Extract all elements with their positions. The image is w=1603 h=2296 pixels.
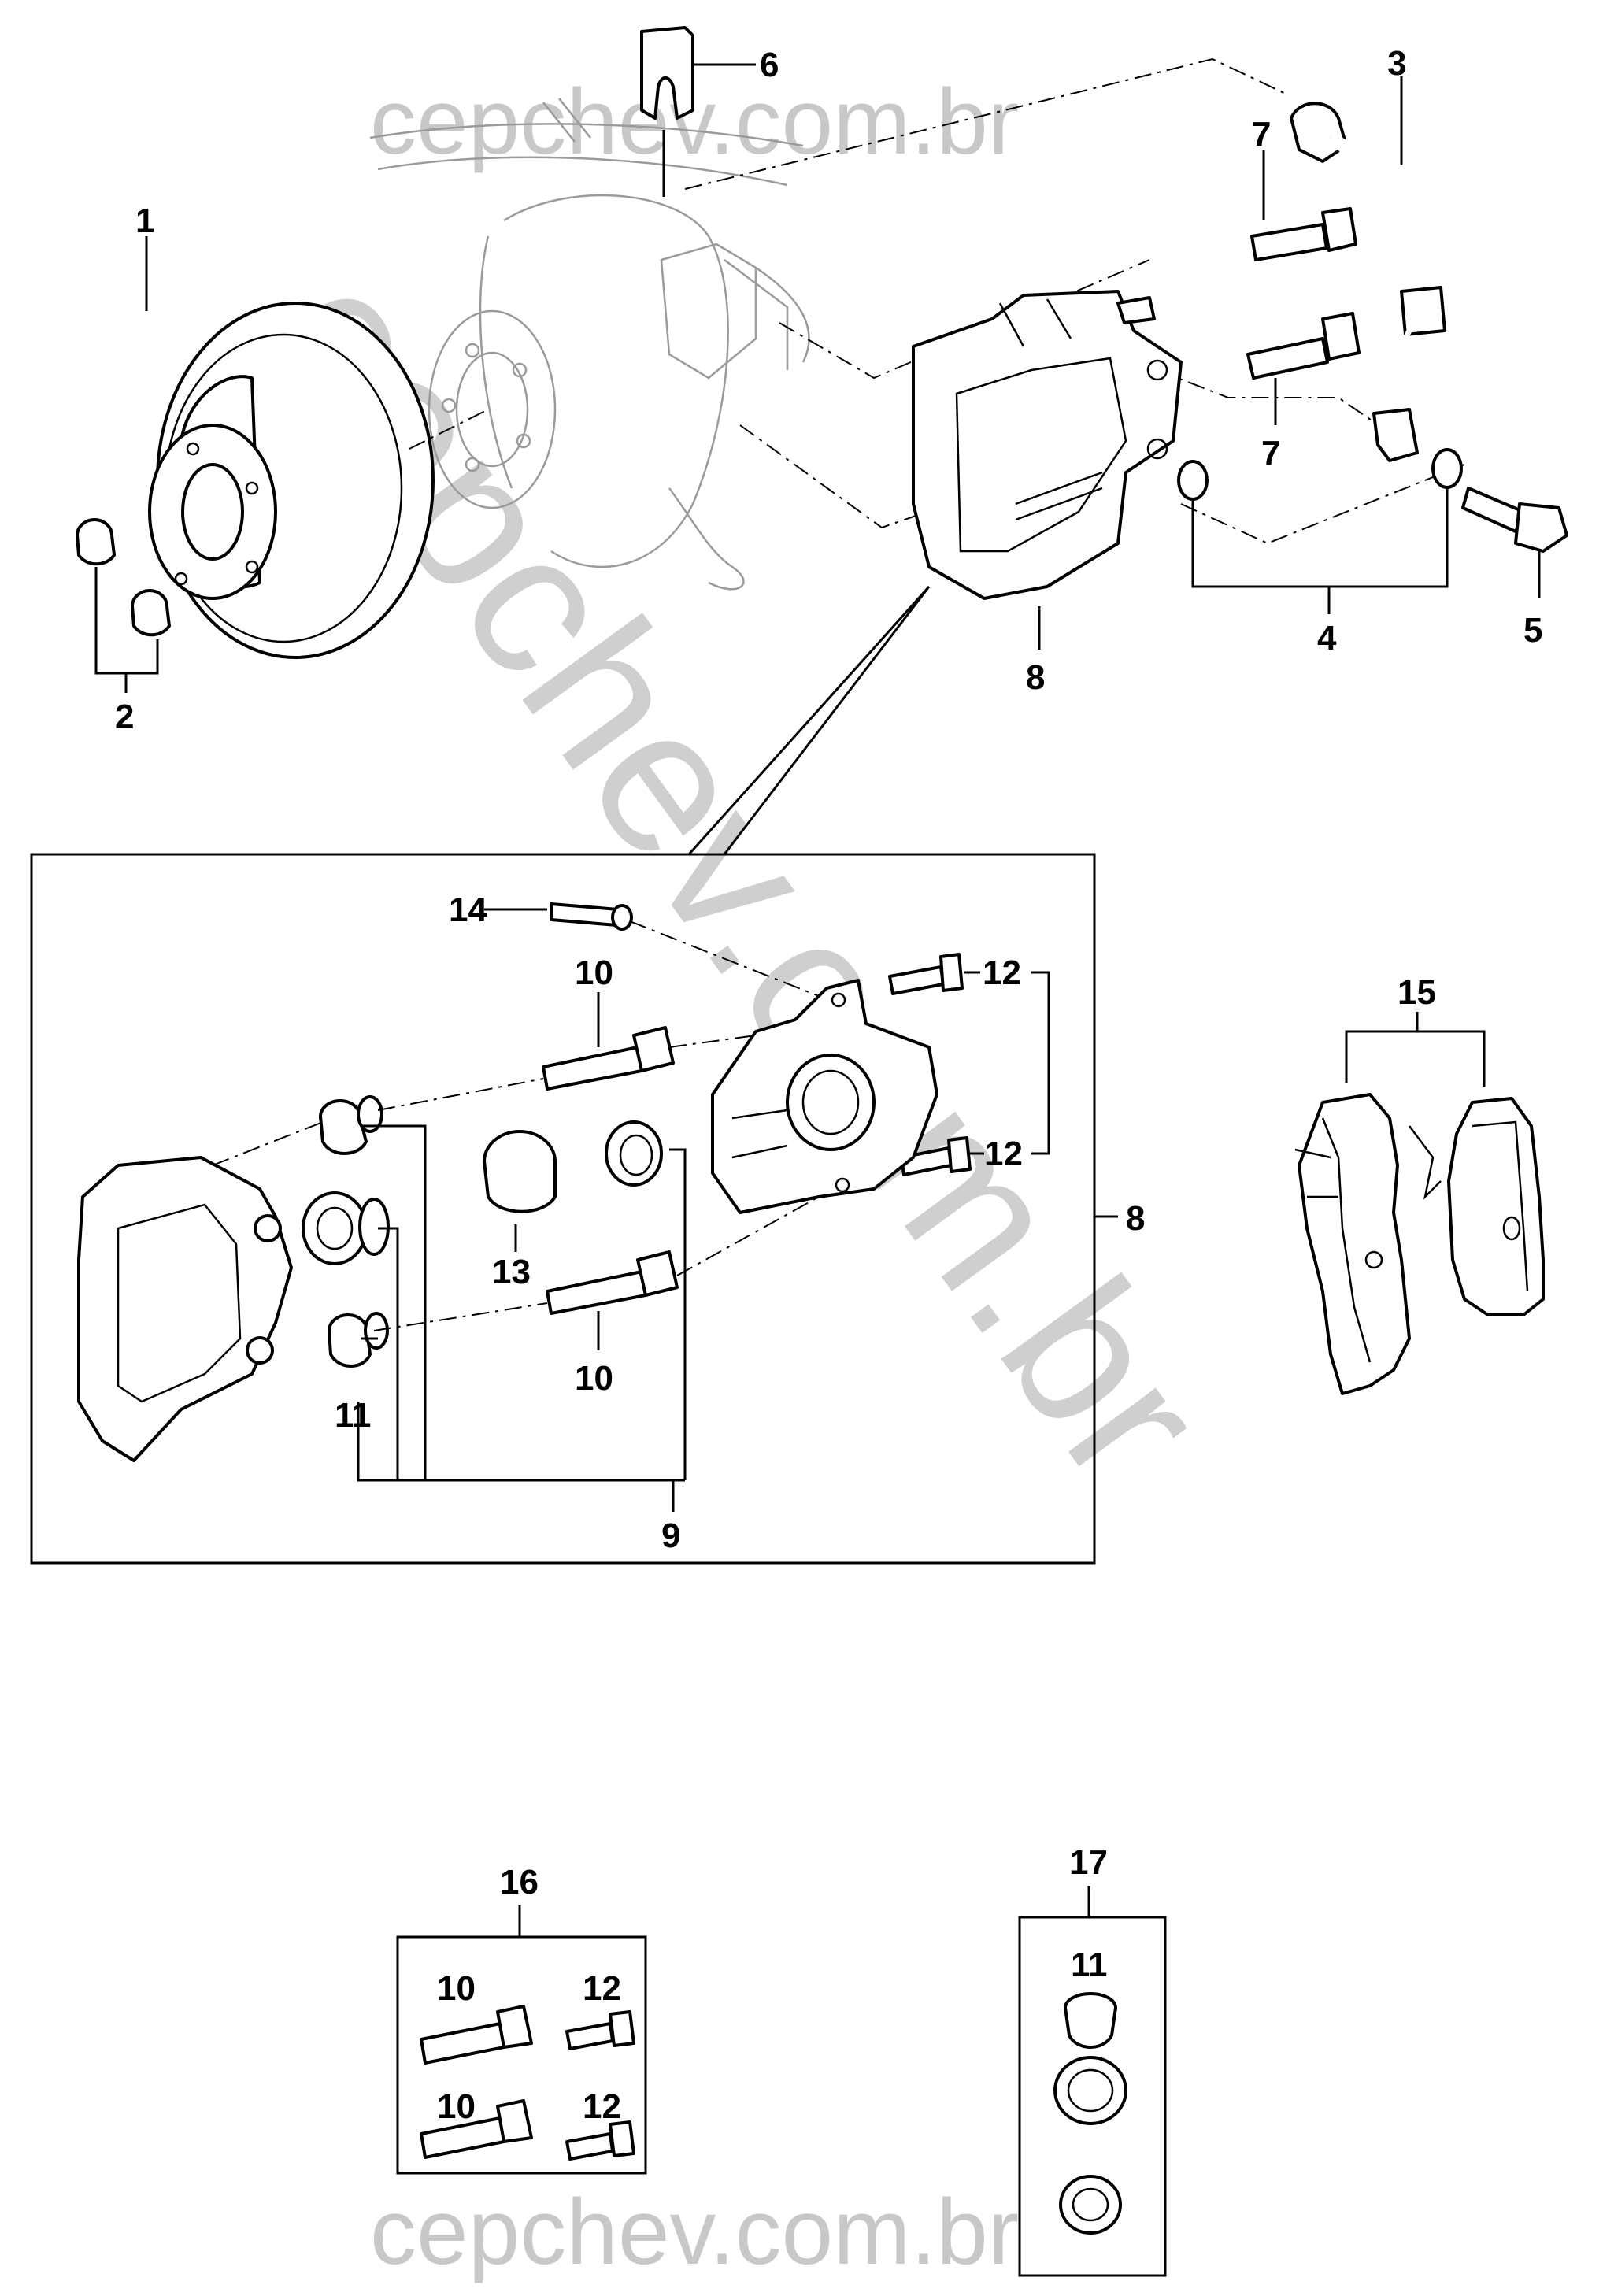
kit-16-box xyxy=(396,1905,647,2175)
callout-7a: 7 xyxy=(1252,115,1271,154)
part-10-guide-pin-upper xyxy=(542,992,675,1091)
callout-12a: 12 xyxy=(983,954,1021,992)
watermark-top: cepchev.com.br xyxy=(370,70,1019,174)
callout-4: 4 xyxy=(1317,619,1337,657)
callout-10a: 10 xyxy=(575,954,613,992)
callout-5: 5 xyxy=(1523,611,1542,650)
part-7-bolt-upper xyxy=(1250,150,1357,261)
callout-16: 16 xyxy=(500,1863,539,1902)
part-14-bleed-screw xyxy=(484,902,820,997)
callout-6: 6 xyxy=(760,46,779,84)
part-13-piston xyxy=(483,1130,557,1252)
part-5-banjo-bolt xyxy=(1461,487,1568,598)
part-12-bolt-lower xyxy=(900,1136,984,1176)
callout-17: 17 xyxy=(1069,1843,1108,1882)
callout-8b: 8 xyxy=(1126,1199,1145,1238)
callout-7b: 7 xyxy=(1261,434,1280,472)
callout-1: 1 xyxy=(135,202,154,240)
kit17-boot xyxy=(1053,2056,1127,2125)
watermark-bottom: cepchev.com.br xyxy=(370,2180,1019,2284)
part-11-bushing-lower xyxy=(328,1312,389,1368)
caliper-bracket xyxy=(77,1156,293,1462)
kit16-label-12b: 12 xyxy=(583,2087,621,2126)
detail-box xyxy=(30,585,1096,1565)
bracket-9 xyxy=(357,1124,687,1512)
part-1-brake-disc xyxy=(145,236,435,659)
part-7-bolt-lower xyxy=(1246,312,1361,425)
part-10-guide-pin-lower xyxy=(546,1250,679,1350)
hub-axle-ghost xyxy=(369,98,810,591)
kit17-seal-ring xyxy=(1059,2175,1122,2235)
callout-8a: 8 xyxy=(1026,658,1045,697)
kit16-label-10b: 10 xyxy=(437,2087,476,2126)
callout-15: 15 xyxy=(1398,973,1436,1012)
part-6-hose-clip xyxy=(640,26,756,197)
part-8-caliper xyxy=(912,290,1183,650)
kit-17-box xyxy=(1018,1886,1167,2277)
callout-14: 14 xyxy=(449,891,487,929)
piston-seal-ring xyxy=(605,1120,663,1187)
caliper-carrier xyxy=(711,979,938,1214)
part-2-plugs xyxy=(76,518,171,693)
callout-2: 2 xyxy=(115,698,134,736)
callout-11a: 11 xyxy=(335,1396,372,1435)
kit16-label-10a: 10 xyxy=(437,1969,476,2008)
part-15-brake-pads xyxy=(1294,1012,1545,1395)
kit16-bolt-1 xyxy=(565,2010,635,2050)
callout-13: 13 xyxy=(492,1253,531,1291)
callout-3: 3 xyxy=(1387,44,1406,83)
callout-9: 9 xyxy=(661,1516,680,1555)
detail-assembly-lines xyxy=(212,1035,820,1331)
kit16-guide-pin-1 xyxy=(420,2005,533,2065)
callout-10b: 10 xyxy=(575,1359,613,1398)
part-4-washers xyxy=(1177,448,1463,614)
part-12-bolt-upper xyxy=(888,953,980,995)
part-3-brake-hose xyxy=(1290,76,1446,462)
piston-boot xyxy=(302,1191,390,1265)
callout-12b: 12 xyxy=(984,1135,1023,1173)
kit16-label-12a: 12 xyxy=(583,1969,621,2008)
part-11-bushing-upper xyxy=(319,1095,383,1155)
kit17-bushing xyxy=(1064,1992,1117,2049)
kit17-label-11: 11 xyxy=(1071,1946,1108,1984)
kit16-bolt-2 xyxy=(565,2120,635,2161)
bracket-12 xyxy=(1031,971,1050,1155)
kit16-guide-pin-2 xyxy=(420,2099,533,2159)
